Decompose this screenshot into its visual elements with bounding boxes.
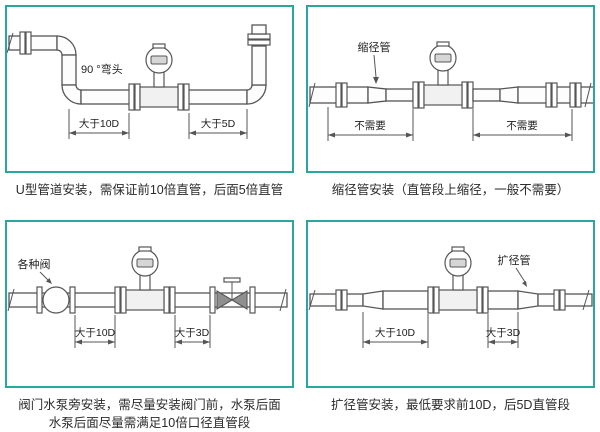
u-type-caption: U型管道安装，需保证前10倍直管，后面5倍直管	[15, 183, 284, 197]
expander-leader-line	[515, 267, 526, 283]
u-type-diagram-box: 90 °弯头 大于10D 大于5D	[5, 5, 294, 173]
dimension-right-label: 大于3D	[486, 326, 521, 339]
flange	[341, 82, 348, 108]
flange	[545, 82, 552, 108]
flowmeter	[412, 41, 474, 109]
expander-leader-arrow	[522, 281, 527, 287]
reducer-diagram: 缩径管 不需要 不需要	[308, 40, 593, 141]
flange	[569, 82, 576, 108]
valve-bowtie-icon	[216, 290, 234, 310]
flange	[335, 82, 342, 108]
expander-label: 扩径管	[498, 253, 531, 267]
panel-reducer: 缩径管 不需要 不需要	[306, 5, 595, 220]
flange	[575, 82, 582, 108]
down-pipe	[61, 54, 77, 86]
flowmeter	[128, 43, 190, 111]
reducer-cone-left	[367, 86, 387, 104]
dimension-right: 不需要	[472, 109, 573, 141]
valve-label: 各种阀	[18, 257, 51, 271]
panel-u-type: 90 °弯头 大于10D 大于5D	[5, 5, 294, 220]
dimension-right-label: 大于3D	[175, 326, 210, 339]
reducer-leader-arrow	[373, 77, 379, 84]
flange	[209, 286, 216, 314]
dimension-right-label: 不需要	[506, 120, 538, 132]
reducer-label: 缩径管	[358, 40, 391, 54]
pipe-large-left	[382, 290, 429, 310]
elbow-90-top	[56, 35, 77, 56]
dimension-left: 不需要	[327, 107, 414, 141]
expander-diagram-box: 扩径管 大于10D 大于3D	[306, 220, 595, 388]
expander-caption: 扩径管安装，最低要求前10D，后5D直管段	[331, 398, 570, 412]
reducer-diagram-box: 缩径管 不需要 不需要	[306, 5, 595, 173]
flange	[551, 82, 558, 108]
panel-valve-pump: 各种阀 大于10D 大于3D	[5, 220, 294, 432]
pipe-small-left	[385, 88, 414, 102]
dimension-right-label: 大于5D	[201, 117, 236, 130]
valve-body-icon	[42, 286, 70, 314]
dimension-left-label: 大于10D	[375, 326, 416, 339]
flowmeter	[114, 246, 176, 314]
valve-round	[36, 286, 76, 314]
valve-leader-arrow	[46, 278, 52, 284]
elbow-90-right	[246, 84, 267, 105]
dimension-right: 大于5D	[188, 109, 248, 139]
flange	[249, 286, 256, 314]
pipe-large-right	[487, 290, 519, 310]
valve-pump-caption-line2: 水泵后面尽量需满足10倍口径直管段	[48, 416, 251, 431]
expander-diagram: 扩径管 大于10D 大于3D	[308, 246, 593, 348]
valve-handle-icon	[223, 277, 241, 283]
flange	[335, 289, 342, 311]
dimension-left-label: 大于10D	[79, 117, 120, 130]
valve-pump-diagram-box: 各种阀 大于10D 大于3D	[5, 220, 294, 388]
elbow-label: 90 °弯头	[81, 62, 123, 76]
dimension-left: 大于10D	[74, 315, 116, 348]
valve-pump-caption-line1: 阀门水泵旁安装，需尽量安装阀门前，水泵后面	[18, 398, 281, 412]
dimension-left-label: 不需要	[354, 120, 386, 132]
valve-bowtie-icon	[230, 290, 248, 310]
valve-pump-caption: 阀门水泵旁安装，需尽量安装阀门前，水泵后面 水泵后面尽量需满足10倍口径直管段	[7, 396, 292, 432]
reducer-leader-line	[373, 54, 377, 78]
flange	[341, 289, 348, 311]
expander-cone-left	[362, 290, 384, 310]
reducer-caption: 缩径管安装（直管段上缩径，一般不需要）	[331, 183, 570, 197]
u-type-diagram: 90 °弯头 大于10D 大于5D	[7, 24, 271, 139]
panel-expander: 扩径管 大于10D 大于3D	[306, 220, 595, 432]
flange	[247, 33, 271, 40]
elbow-90-bottom	[61, 84, 82, 105]
flange	[553, 289, 560, 311]
flowmeter	[427, 246, 489, 314]
dimension-left-label: 大于10D	[75, 326, 116, 339]
dimension-left: 大于10D	[68, 109, 130, 139]
flange	[36, 286, 43, 314]
flange	[19, 31, 26, 55]
outlet-riser	[247, 24, 271, 86]
dimension-right: 大于3D	[174, 315, 211, 348]
valve-pump-diagram: 各种阀 大于10D 大于3D	[7, 246, 288, 348]
dimension-right: 大于3D	[486, 312, 521, 348]
expander-cone-right	[517, 290, 539, 310]
flange	[25, 31, 32, 55]
valve-leader-line	[39, 271, 50, 282]
valve-gate	[209, 277, 256, 314]
reducer-cone-right	[499, 86, 519, 104]
flange	[247, 39, 271, 46]
pipe-small-right	[472, 88, 501, 102]
flange	[559, 289, 566, 311]
flange	[69, 286, 76, 314]
inlet-pipe	[7, 31, 58, 55]
dimension-left: 大于10D	[362, 312, 429, 348]
